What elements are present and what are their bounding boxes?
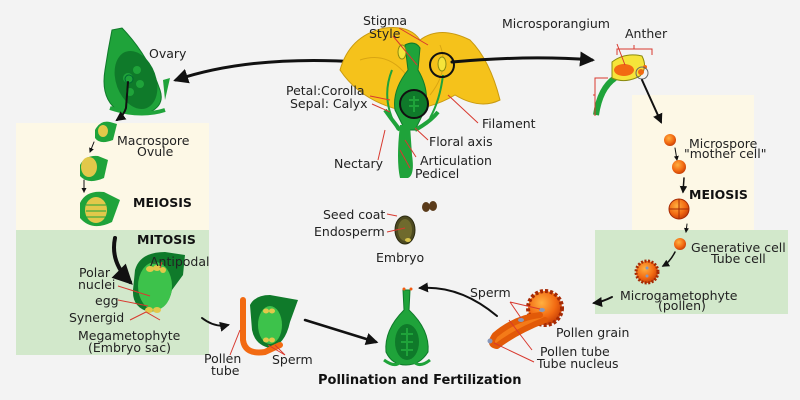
microspore-cell [664, 134, 676, 146]
stigma-label: Stigma [363, 13, 407, 28]
pollen-label: (pollen) [658, 298, 706, 313]
embryo-sac-label: (Embryo sac) [88, 340, 171, 355]
female-meiosis-label: MEIOSIS [133, 195, 192, 210]
pollen-tube-label: Pollen tube [540, 344, 610, 359]
generative-arrow [661, 251, 676, 267]
flower-illustration [339, 27, 501, 178]
pollen-tube-ovule-leaders [229, 329, 286, 356]
sperm-right-label: Sperm [470, 285, 511, 300]
embryo-label: Embryo [376, 250, 424, 265]
tetrad-arrow [684, 223, 689, 233]
seed-coat-label: Seed coat [323, 207, 385, 222]
articulation-label: Articulation [420, 153, 492, 168]
diagram-title: Pollination and Fertilization [318, 373, 521, 388]
flower-to-ovary-arrow [173, 58, 362, 84]
pollen-tube-label-1: Pollen [204, 351, 241, 366]
flower-leaders [369, 27, 479, 169]
anther-illustration [593, 54, 649, 116]
pollen-grain-leaders [493, 301, 541, 363]
pistil-illustration [383, 287, 431, 367]
tube-nucleus-label: Tube nucleus [536, 356, 619, 371]
ovule-stage-3 [80, 191, 120, 227]
antipodal-label: Antipodal [150, 254, 210, 269]
tube-cell-label: Tube cell [710, 251, 766, 266]
megametophyte-illustration [132, 252, 185, 313]
pedicel-label: Pedicel [415, 166, 459, 181]
macrospore-ovule [95, 121, 117, 143]
ovary-to-ovule-arrow [115, 81, 129, 122]
nectary-label: Nectary [334, 156, 384, 171]
synergid-label: Synergid [69, 310, 124, 325]
macrospore-label: Macrospore [117, 133, 190, 148]
male-mitosis-panel [595, 230, 788, 314]
floral-axis-label: Floral axis [429, 134, 493, 149]
pollen-grain-label: Pollen grain [556, 325, 629, 340]
microgametophyte-label: Microgametophyte [620, 288, 738, 303]
microspore-label: Microspore [689, 136, 758, 151]
sperm-left-label: Sperm [272, 352, 313, 367]
seed-illustration [394, 201, 437, 245]
seed-leaders [386, 213, 406, 233]
microsporangium-label: Microsporangium [502, 16, 610, 31]
ovule-stage-2 [80, 155, 108, 182]
ovule-label: Ovule [137, 144, 174, 159]
egg-label: egg [95, 293, 119, 308]
microspore-arrow-1 [673, 147, 679, 161]
ovary-illustration [103, 27, 170, 116]
mother-cell [672, 160, 686, 174]
microgametophyte-cell [634, 259, 660, 285]
male-meiosis-label: MEIOSIS [689, 187, 748, 202]
mother-cell-label: "mother cell" [684, 146, 766, 161]
anther-label: Anther [625, 26, 668, 41]
style-label: Style [369, 26, 401, 41]
generative-cell [674, 238, 686, 250]
to-fertilization-arrow [303, 318, 379, 346]
megametophyte-leaders [117, 261, 163, 321]
meiosis-to-megametophyte-arrow [111, 236, 133, 285]
anther-to-microspore-arrow [641, 79, 663, 124]
pollen-tube-ovule-illustration [240, 295, 298, 356]
ovary-label: Ovary [149, 46, 187, 61]
flower-to-anther-arrow [450, 51, 595, 67]
ovule-arrow-1 [89, 141, 95, 153]
petal-label: Petal:Corolla [286, 83, 365, 98]
megametophyte-to-fertilized-arrow [201, 317, 230, 332]
male-meiosis-panel [632, 95, 754, 230]
pollen-to-pistil-arrow [418, 282, 498, 317]
mitosis-label: MITOSIS [137, 232, 196, 247]
to-pollen-grain-arrow [592, 296, 613, 307]
endosperm-label: Endosperm [314, 224, 385, 239]
megametophyte-label: Megametophyte [78, 328, 181, 343]
generative-cell-label: Generative cell [691, 240, 786, 255]
nuclei-label: nuclei [78, 277, 115, 292]
pollen-tube-label-2: tube [211, 363, 240, 378]
microspore-arrow-2 [679, 177, 688, 194]
sepal-label: Sepal: Calyx [290, 96, 368, 111]
anther-leaders [593, 43, 653, 116]
tetrad-cell [668, 198, 690, 220]
polar-label: Polar [79, 265, 111, 280]
filament-label: Filament [482, 116, 536, 131]
